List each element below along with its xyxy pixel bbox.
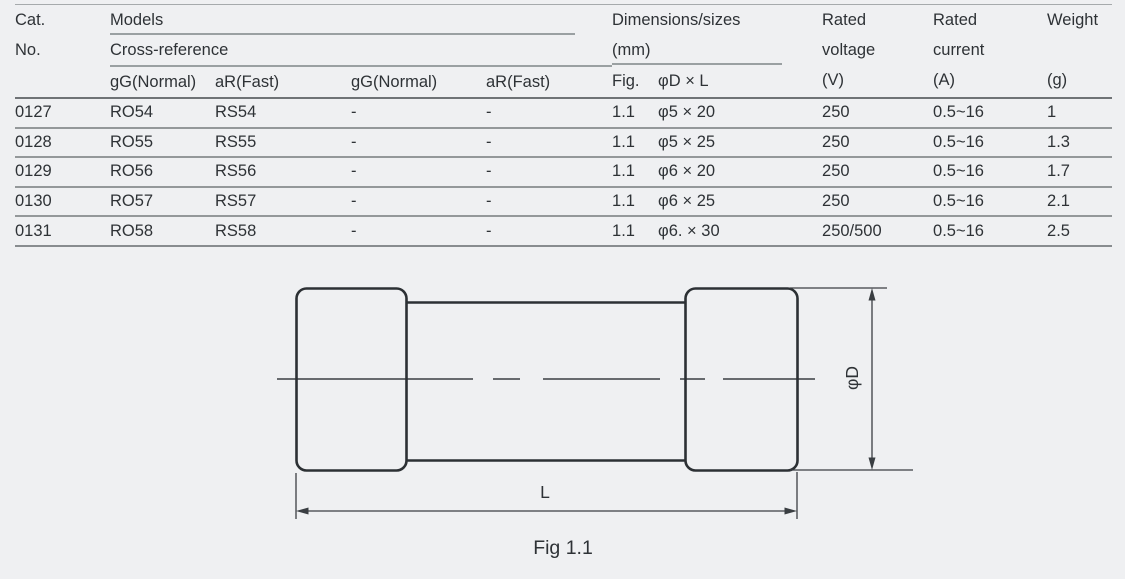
- arrowhead-down: [868, 457, 876, 470]
- table-row: 0127 RO54 RS54 - - 1.1 φ5 × 20 250 0.5~1…: [15, 98, 1113, 129]
- cell-xref-gg: -: [351, 216, 486, 247]
- subheader-fig: Fig.: [612, 66, 659, 99]
- fuse-spec-table: Cat. No. Models Dimensions/sizes (mm) Ra…: [15, 4, 1113, 247]
- subheader-xref-ar-fast: aR(Fast): [486, 66, 613, 99]
- cell-cat-no: 0129: [15, 157, 110, 188]
- table-row: 0129 RO56 RS56 - - 1.1 φ6 × 20 250 0.5~1…: [15, 157, 1113, 188]
- cell-weight: 2.1: [1047, 186, 1113, 218]
- cell-dxl: φ6 × 25: [658, 186, 823, 218]
- cell-xref-gg: -: [351, 98, 486, 129]
- cell-current: 0.5~16: [933, 186, 1048, 218]
- diameter-dimension: [790, 287, 913, 471]
- fuse-body: [407, 301, 686, 462]
- table-row: 0130 RO57 RS57 - - 1.1 φ6 × 25 250 0.5~1…: [15, 186, 1113, 218]
- cell-model-gg: RO55: [110, 127, 215, 159]
- cell-weight: 2.5: [1047, 216, 1113, 247]
- cell-dxl: φ5 × 20: [658, 98, 823, 129]
- col-header-rated-voltage: Rated voltage (V): [822, 4, 934, 99]
- cell-voltage: 250: [822, 157, 934, 188]
- cell-xref-ar: -: [486, 98, 613, 129]
- cell-voltage: 250/500: [822, 216, 934, 247]
- cell-cat-no: 0127: [15, 98, 110, 129]
- cell-current: 0.5~16: [933, 216, 1048, 247]
- header-row-3: gG(Normal) aR(Fast) gG(Normal) aR(Fast) …: [15, 66, 1112, 99]
- arrowhead-left: [296, 507, 309, 515]
- cell-fig: 1.1: [612, 157, 659, 188]
- cell-xref-gg: -: [351, 186, 486, 218]
- cell-xref-gg: -: [351, 157, 486, 188]
- cell-model-ar: RS56: [215, 157, 351, 188]
- header-row-1: Cat. No. Models Dimensions/sizes (mm) Ra…: [15, 4, 1113, 99]
- cell-cat-no: 0128: [15, 127, 110, 159]
- cell-fig: 1.1: [612, 127, 659, 159]
- right-end-cap: [684, 287, 799, 472]
- col-header-weight: Weight (g): [1047, 4, 1113, 99]
- cell-xref-ar: -: [486, 216, 613, 247]
- cell-dxl: φ6. × 30: [658, 216, 823, 247]
- cell-fig: 1.1: [612, 216, 659, 247]
- figure-caption: Fig 1.1: [533, 537, 593, 559]
- cell-voltage: 250: [822, 127, 934, 159]
- cell-model-ar: RS55: [215, 127, 351, 159]
- cell-model-gg: RO57: [110, 186, 215, 218]
- cell-voltage: 250: [822, 98, 934, 129]
- cell-xref-ar: -: [486, 127, 613, 159]
- cell-model-gg: RO54: [110, 98, 215, 129]
- cell-xref-gg: -: [351, 127, 486, 159]
- diameter-label: φD: [842, 366, 862, 390]
- header-row-2: Cross-reference: [15, 35, 1112, 67]
- arrowhead-up: [868, 288, 876, 301]
- col-group-models: Models: [110, 4, 613, 35]
- cell-voltage: 250: [822, 186, 934, 218]
- fuse-dimension-drawing: φD L Fig 1.1: [277, 287, 913, 559]
- cell-fig: 1.1: [612, 98, 659, 129]
- col-header-rated-current: Rated current (A): [933, 4, 1048, 99]
- arrowhead-right: [784, 507, 797, 515]
- table-row: 0128 RO55 RS55 - - 1.1 φ5 × 25 250 0.5~1…: [15, 127, 1113, 159]
- subheader-xref-gg-normal: gG(Normal): [351, 66, 486, 99]
- cell-current: 0.5~16: [933, 127, 1048, 159]
- cell-dxl: φ6 × 20: [658, 157, 823, 188]
- subheader-dxl: φD × L: [658, 66, 823, 99]
- cell-model-ar: RS58: [215, 216, 351, 247]
- cell-model-gg: RO56: [110, 157, 215, 188]
- cell-current: 0.5~16: [933, 98, 1048, 129]
- col-header-cat-no: Cat. No.: [15, 4, 110, 99]
- cell-xref-ar: -: [486, 157, 613, 188]
- cell-xref-ar: -: [486, 186, 613, 218]
- cell-current: 0.5~16: [933, 157, 1048, 188]
- cell-model-gg: RO58: [110, 216, 215, 247]
- col-group-dimensions: Dimensions/sizes (mm): [612, 4, 823, 66]
- cell-cat-no: 0131: [15, 216, 110, 247]
- cell-model-ar: RS57: [215, 186, 351, 218]
- length-dimension: [295, 472, 798, 519]
- cell-fig: 1.1: [612, 186, 659, 218]
- cell-cat-no: 0130: [15, 186, 110, 218]
- length-label: L: [540, 482, 550, 502]
- table-row: 0131 RO58 RS58 - - 1.1 φ6. × 30 250/500 …: [15, 216, 1113, 247]
- subheader-ar-fast: aR(Fast): [215, 66, 351, 99]
- subheader-gg-normal: gG(Normal): [110, 66, 215, 99]
- cell-weight: 1: [1047, 98, 1113, 129]
- cell-weight: 1.3: [1047, 127, 1113, 159]
- cell-dxl: φ5 × 25: [658, 127, 823, 159]
- cell-weight: 1.7: [1047, 157, 1113, 188]
- cell-model-ar: RS54: [215, 98, 351, 129]
- left-end-cap: [295, 287, 408, 472]
- col-group-cross-reference: Cross-reference: [110, 35, 613, 67]
